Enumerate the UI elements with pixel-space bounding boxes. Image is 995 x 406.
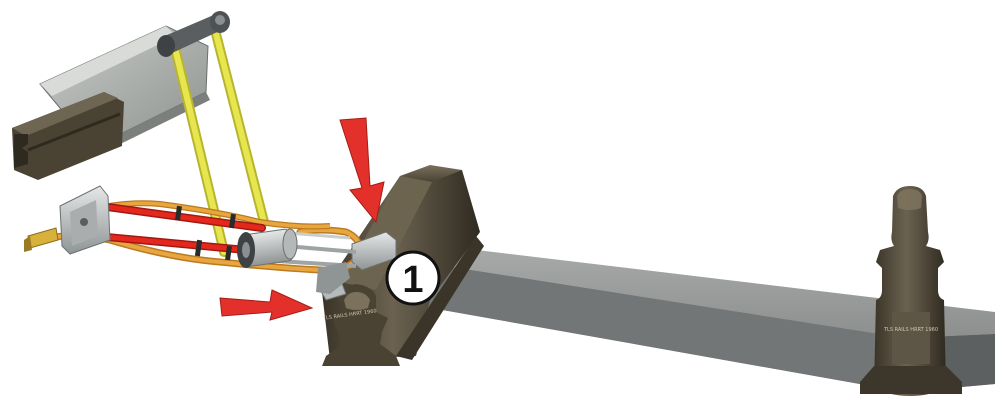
rail-stamp-far: TLS RAILS HRRT 1960 (883, 327, 938, 333)
arrow-down-icon (339, 117, 385, 224)
arrow-right-icon (219, 289, 314, 321)
sleeper-beam (420, 248, 995, 392)
conductor-rail-assembly (12, 25, 210, 180)
cables (32, 200, 363, 274)
callout-number: 1 (402, 259, 423, 301)
rail-far: TLS RAILS HRRT 1960 (860, 186, 962, 396)
callout-badge: 1 (385, 250, 441, 306)
rail-clamp (237, 228, 397, 301)
collector-shoe (24, 185, 111, 255)
